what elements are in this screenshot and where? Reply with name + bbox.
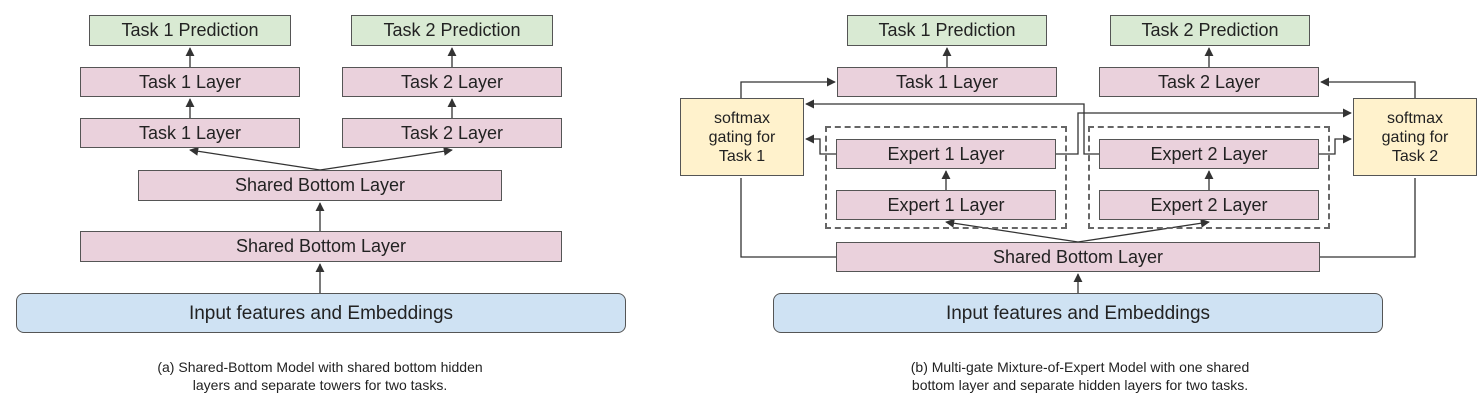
a-input-features: Input features and Embeddings — [16, 293, 626, 333]
b-expert2-group — [1088, 126, 1330, 229]
a-shared-bottom-bottom: Shared Bottom Layer — [80, 231, 562, 262]
a-caption-line2: layers and separate towers for two tasks… — [192, 377, 448, 393]
b-expert1-group — [825, 126, 1067, 229]
connector-10 — [945, 218, 1079, 243]
connector-16 — [740, 178, 836, 258]
a-shared-bottom-top: Shared Bottom Layer — [138, 170, 502, 201]
connector-19 — [1320, 77, 1416, 98]
b-gate-task1: softmax gating for Task 1 — [680, 98, 804, 176]
a-task1-layer-bottom: Task 1 Layer — [80, 118, 300, 148]
connector-20 — [805, 134, 836, 155]
b-caption-line2: bottom layer and separate hidden layers … — [911, 377, 1249, 393]
b-gate1-line2: gating for — [708, 128, 776, 146]
b-gate1-line1: softmax — [713, 109, 770, 127]
connector-22 — [805, 99, 1099, 155]
b-expert2-layer-bottom: Expert 2 Layer — [1099, 190, 1319, 220]
connector-4 — [319, 146, 453, 171]
b-caption: (b) Multi-gate Mixture-of-Expert Model w… — [830, 358, 1330, 394]
connector-18 — [740, 77, 836, 98]
a-caption-line1: (a) Shared-Bottom Model with shared bott… — [157, 359, 483, 375]
b-expert2-layer-top: Expert 2 Layer — [1099, 139, 1319, 169]
b-task1-layer: Task 1 Layer — [837, 67, 1057, 97]
b-gate2-line2: gating for — [1381, 128, 1449, 146]
b-task2-layer: Task 2 Layer — [1099, 67, 1319, 97]
b-gate1-line3: Task 1 — [718, 147, 766, 165]
connector-3 — [189, 146, 321, 171]
b-caption-line1: (b) Multi-gate Mixture-of-Expert Model w… — [910, 359, 1250, 375]
a-task2-layer-top: Task 2 Layer — [342, 67, 562, 97]
b-task2-prediction: Task 2 Prediction — [1110, 15, 1310, 46]
a-caption: (a) Shared-Bottom Model with shared bott… — [90, 358, 550, 394]
a-task1-prediction: Task 1 Prediction — [89, 15, 291, 46]
connector-21 — [1056, 108, 1352, 155]
a-task1-layer-top: Task 1 Layer — [80, 67, 300, 97]
connector-17 — [1320, 178, 1416, 258]
b-expert1-layer-bottom: Expert 1 Layer — [836, 190, 1056, 220]
b-gate-task2: softmax gating for Task 2 — [1353, 98, 1477, 176]
b-shared-bottom: Shared Bottom Layer — [836, 242, 1320, 272]
b-task1-prediction: Task 1 Prediction — [847, 15, 1047, 46]
connector-23 — [1319, 134, 1352, 155]
a-task2-prediction: Task 2 Prediction — [351, 15, 553, 46]
b-gate2-line1: softmax — [1386, 109, 1443, 127]
b-expert1-layer-top: Expert 1 Layer — [836, 139, 1056, 169]
a-task2-layer-bottom: Task 2 Layer — [342, 118, 562, 148]
b-gate2-line3: Task 2 — [1391, 147, 1439, 165]
connector-11 — [1077, 218, 1210, 243]
b-input-features: Input features and Embeddings — [773, 293, 1383, 333]
